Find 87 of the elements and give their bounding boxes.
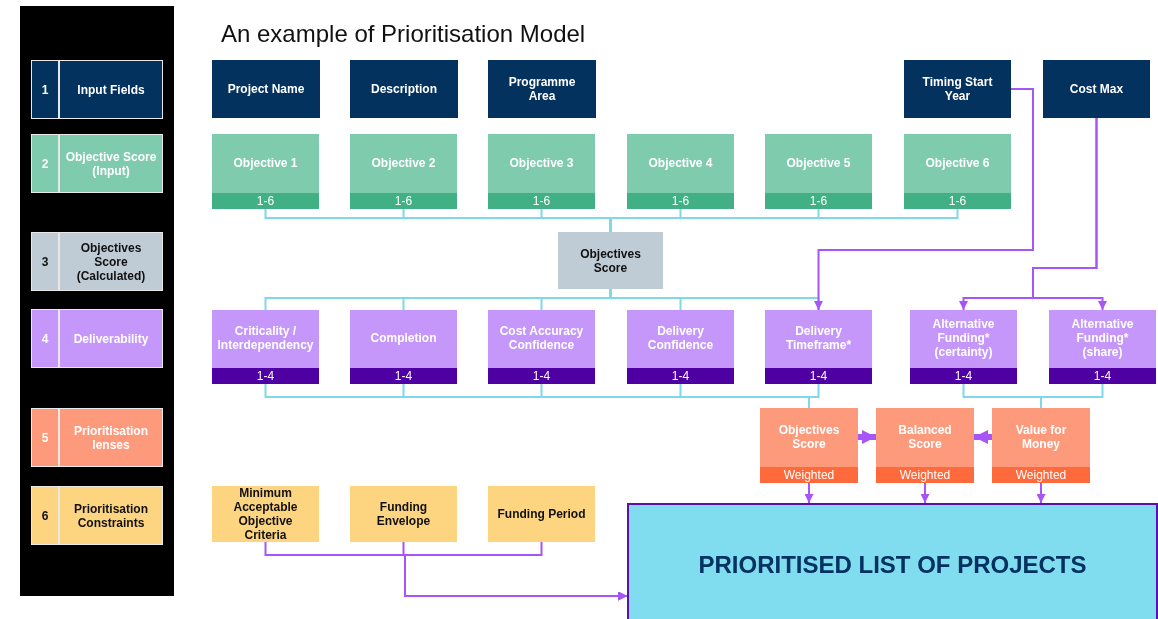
step-label: Deliverability — [72, 330, 150, 348]
step-number: 4 — [32, 310, 60, 367]
step-number: 5 — [32, 409, 60, 466]
legend-card — [31, 486, 163, 545]
card-title: Objective 6 — [924, 154, 991, 172]
score-range-bar: 1-6 — [904, 193, 1011, 209]
legend-card — [31, 134, 163, 193]
arrow — [1032, 117, 1107, 311]
input-field-box: Timing Start Year — [904, 60, 1011, 118]
input-field-box: Description — [350, 60, 458, 118]
calculated-score-box: Objectives Score — [558, 232, 663, 289]
card-title: Delivery Confidence — [646, 323, 715, 354]
input-field-box: Cost Max — [1043, 60, 1150, 118]
step-label: Objectives Score (Calculated) — [75, 239, 147, 285]
legend-card — [31, 232, 163, 291]
score-range-bar: 1-6 — [765, 193, 872, 209]
score-range-bar: 1-4 — [212, 368, 319, 384]
score-card — [992, 408, 1090, 483]
score-card — [488, 134, 595, 209]
score-range-bar: 1-6 — [488, 193, 595, 209]
arrow — [858, 430, 876, 444]
score-card — [910, 310, 1017, 384]
legend-card — [31, 60, 163, 119]
bracket-line — [1040, 383, 1104, 409]
score-card — [350, 310, 457, 384]
arrow — [814, 88, 1034, 311]
legend-card — [31, 408, 163, 467]
score-card — [488, 310, 595, 384]
score-card — [765, 310, 872, 384]
constraint-box: Minimum Acceptable Objective Criteria — [212, 486, 319, 542]
constraint-box: Funding Period — [488, 486, 595, 542]
step-number: 2 — [32, 135, 60, 192]
result-box: PRIORITISED LIST OF PROJECTS — [627, 503, 1158, 619]
score-card — [904, 134, 1011, 209]
score-range-bar: 1-4 — [627, 368, 734, 384]
title: An example of Prioritisation Model — [221, 20, 586, 48]
card-title: Objective 1 — [232, 154, 299, 172]
score-range-bar: 1-4 — [350, 368, 457, 384]
card-title: Objective 2 — [370, 154, 437, 172]
arrow — [920, 482, 930, 504]
score-range-bar: 1-6 — [350, 193, 457, 209]
score-range-bar: 1-4 — [1049, 368, 1156, 384]
step-number: 3 — [32, 233, 60, 290]
score-range-bar: 1-4 — [488, 368, 595, 384]
card-title: Alternative Funding* (certainty) — [931, 316, 996, 361]
constraint-box: Funding Envelope — [350, 486, 457, 542]
card-title: Alternative Funding* (share) — [1070, 316, 1135, 361]
card-title: Objective 5 — [785, 154, 852, 172]
input-field-box: Project Name — [212, 60, 320, 118]
score-card — [876, 408, 974, 483]
score-range-bar: Weighted — [992, 467, 1090, 483]
score-range-bar: 1-4 — [910, 368, 1017, 384]
step-label: Input Fields — [76, 81, 146, 99]
score-range-bar: 1-6 — [627, 193, 734, 209]
score-card — [765, 134, 872, 209]
card-title: Objective 4 — [647, 154, 714, 172]
step-label: Objective Score (Input) — [64, 148, 158, 180]
card-title: Delivery Timeframe* — [784, 323, 853, 354]
arrow — [804, 482, 814, 504]
card-title: Completion — [369, 330, 438, 347]
bracket-line — [609, 208, 959, 233]
arrow — [974, 430, 992, 444]
score-range-bar: 1-4 — [765, 368, 872, 384]
score-range-bar: 1-6 — [212, 193, 319, 209]
step-label: Prioritisation lenses — [73, 422, 149, 454]
score-card — [350, 134, 457, 209]
card-title: Balanced Score — [897, 421, 953, 453]
score-card — [627, 134, 734, 209]
legend-card — [31, 309, 163, 368]
score-range-bar: Weighted — [876, 467, 974, 483]
card-title: Objectives Score — [777, 421, 841, 453]
step-number: 1 — [32, 61, 60, 118]
card-title: Objective 3 — [508, 154, 575, 172]
card-title: Criticality / Interdependency — [216, 323, 315, 354]
step-number: 6 — [32, 487, 60, 544]
input-field-box: Programme Area — [488, 60, 596, 118]
score-card — [760, 408, 858, 483]
score-card — [212, 310, 319, 384]
score-card — [212, 134, 319, 209]
step-label: Prioritisation Constraints — [73, 500, 149, 532]
bracket-line — [808, 383, 820, 409]
card-title: Value for Money — [1014, 421, 1068, 453]
score-card — [627, 310, 734, 384]
arrow — [1036, 482, 1046, 504]
card-title: Cost Accuracy Confidence — [498, 323, 585, 354]
score-range-bar: Weighted — [760, 467, 858, 483]
score-card — [1049, 310, 1156, 384]
